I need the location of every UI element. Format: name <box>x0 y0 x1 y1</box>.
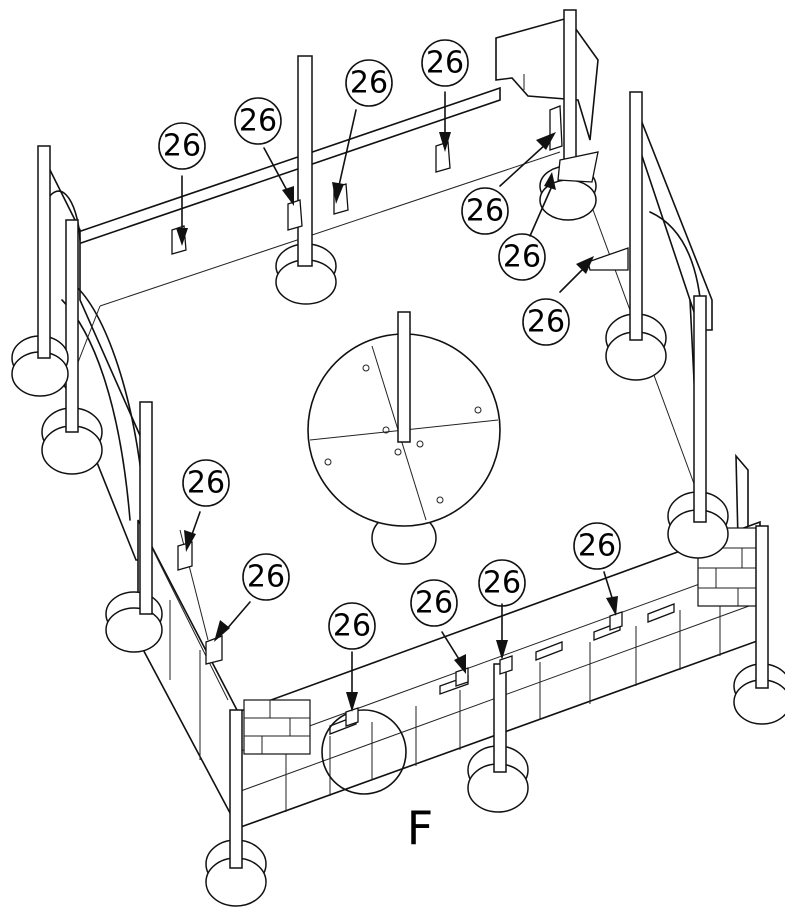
svg-text:26: 26 <box>163 129 201 164</box>
svg-text:26: 26 <box>350 66 388 101</box>
svg-text:26: 26 <box>466 194 504 229</box>
svg-text:26: 26 <box>247 560 285 595</box>
svg-text:26: 26 <box>426 46 464 81</box>
svg-text:26: 26 <box>503 240 541 275</box>
callout-bubble: 26 <box>242 553 290 601</box>
step-label: F <box>407 801 433 855</box>
svg-text:26: 26 <box>333 609 371 644</box>
center-round-table <box>307 311 501 565</box>
svg-text:26: 26 <box>483 566 521 601</box>
svg-text:26: 26 <box>527 305 565 340</box>
svg-text:26: 26 <box>187 466 225 501</box>
post-front-center <box>467 663 529 813</box>
callout-bubble: 26 <box>573 522 621 570</box>
post-right-back <box>605 91 667 381</box>
callout-bubble: 26 <box>234 97 282 145</box>
post-back-center <box>275 55 337 305</box>
callout-bubble: 26 <box>182 459 230 507</box>
callout-bubble: 26 <box>478 559 526 607</box>
svg-text:26: 26 <box>578 529 616 564</box>
svg-text:26: 26 <box>239 104 277 139</box>
brackets-part-26 <box>171 105 629 727</box>
post-front-left <box>205 709 267 907</box>
post-front-right <box>733 525 785 725</box>
callout-bubble: 26 <box>522 298 570 346</box>
callout-leaders <box>176 91 618 712</box>
svg-text:26: 26 <box>415 586 453 621</box>
callout-bubble: 26 <box>158 122 206 170</box>
post-left-mid <box>41 219 103 475</box>
callout-bubble: 26 <box>345 59 393 107</box>
post-left-front <box>105 401 163 653</box>
callout-bubble: 26 <box>461 187 509 235</box>
post-right-mid <box>667 295 729 559</box>
callout-bubble: 26 <box>498 233 546 281</box>
callout-bubble: 26 <box>410 579 458 627</box>
callout-bubble: 26 <box>421 39 469 87</box>
post-left-back <box>11 145 69 397</box>
callout-bubble: 26 <box>328 602 376 650</box>
